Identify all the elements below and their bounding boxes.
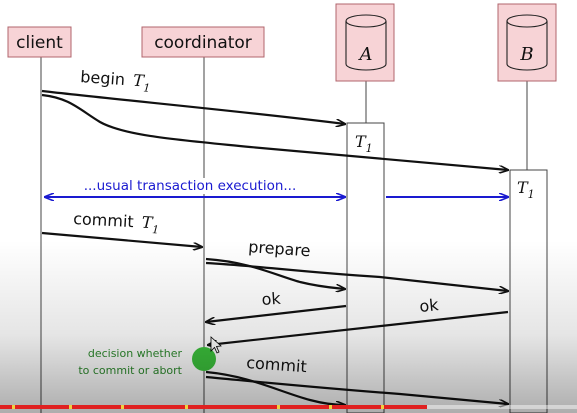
ok-b-arrow [208,310,509,345]
progress-chapter-marker [380,405,384,409]
commit-request-label: commit T1 [73,209,160,236]
begin-arrow-to-b [41,93,508,170]
ok-a-label: ok [261,289,282,309]
decision-point-icon [192,347,216,371]
database-cylinder-icon [506,21,548,71]
progress-chapter-marker [184,405,188,409]
ok-a-arrow [206,304,347,322]
commit-label: commit [246,353,308,376]
progress-chapter-marker [276,405,280,409]
progress-chapter-marker [328,405,332,409]
database-b: B [497,3,557,82]
activation-a-label: T1 [355,132,373,155]
activation-b-label: T1 [517,178,535,201]
decision-note-line2: to commit or abort [78,364,182,377]
ok-b-label: ok [418,295,440,316]
decision-note-line1: decision whether [88,347,183,360]
activation-a: T1 [346,122,385,413]
prepare-label: prepare [248,237,311,260]
coordinator-actor-label: coordinator [154,33,252,53]
mouse-cursor-icon [210,336,222,354]
prepare-arrow-to-a [205,257,345,289]
prepare-arrow-to-b [205,261,508,291]
video-progress-bar[interactable] [0,405,577,409]
progress-chapter-marker [11,405,15,409]
client-actor: client [7,26,72,58]
video-progress-fill [0,405,427,409]
activation-b: T1 [509,169,548,413]
commit-arrow-to-a [205,370,345,405]
progress-chapter-marker [121,405,125,409]
database-cylinder-icon [345,21,387,71]
commit-request-arrow [41,231,202,247]
database-b-label: B [519,44,533,65]
execution-label: ...usual transaction execution... [84,178,297,194]
client-actor-label: client [16,33,63,53]
database-a-label: A [358,44,373,65]
begin-arrow-to-a [41,89,345,124]
coordinator-actor: coordinator [141,26,265,58]
progress-chapter-marker [69,405,73,409]
commit-arrow-to-b [205,375,508,404]
begin-label: begin T1 [79,67,151,95]
database-a: A [335,3,395,82]
